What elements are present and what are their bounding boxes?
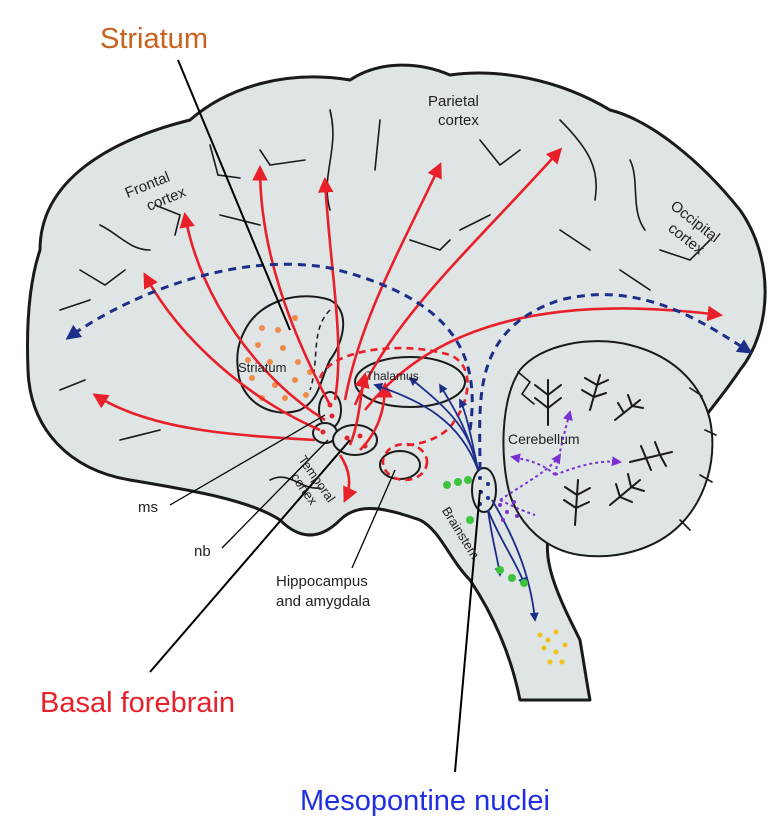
yellow-cells: [537, 629, 568, 665]
mesopontine-leader: [454, 489, 481, 773]
blue-dashed-frontal: [65, 262, 474, 431]
striatum-leader: [177, 59, 291, 331]
cerebellar-folia: [534, 374, 673, 526]
cerebellum-notch: [517, 371, 717, 531]
mesopontine-label: Mesopontine nuclei: [300, 785, 550, 817]
parietal-cortex-label-1: Parietal: [428, 93, 479, 110]
mesopontine-thalamic-projections: [373, 376, 539, 622]
striatum-title: Striatum: [100, 23, 208, 55]
green-cells: [443, 476, 528, 587]
parietal-cortex-label-2: cortex: [438, 112, 479, 129]
hippocampus-label-2: and amygdala: [276, 593, 371, 610]
ms-leader: [169, 414, 326, 506]
ms-label: ms: [138, 499, 158, 516]
mesopontine-nucleus: [471, 467, 497, 513]
blue-dashed-occipital: [478, 293, 753, 471]
nb-label: nb: [194, 543, 211, 560]
thalamus-label: Thalamus: [366, 369, 419, 383]
purple-cells: [498, 500, 519, 522]
basal-forebrain-nuclei: [312, 391, 378, 456]
cortical-sulci: [59, 109, 711, 489]
basal-forebrain-projections: [92, 147, 724, 503]
hippocampus-leader: [351, 469, 396, 569]
nb-leader: [221, 439, 329, 549]
striatum-internal-capsule: [309, 309, 331, 391]
basal-forebrain-leader: [149, 439, 351, 673]
striatum-shape: [236, 295, 345, 414]
basal-forebrain-label: Basal forebrain: [40, 687, 235, 719]
cerebellum-label: Cerebellum: [508, 431, 580, 447]
striatum-inner-label: Striatum: [238, 360, 286, 375]
hippocampus-label-1: Hippocampus: [276, 573, 368, 590]
cerebellar-projections: [499, 410, 622, 516]
cerebellum-outline: [502, 340, 714, 558]
hippocampus-shape: [379, 450, 421, 480]
red-dashed-hippocampal-loop: [381, 442, 429, 482]
red-dashed-loop: [318, 346, 469, 447]
